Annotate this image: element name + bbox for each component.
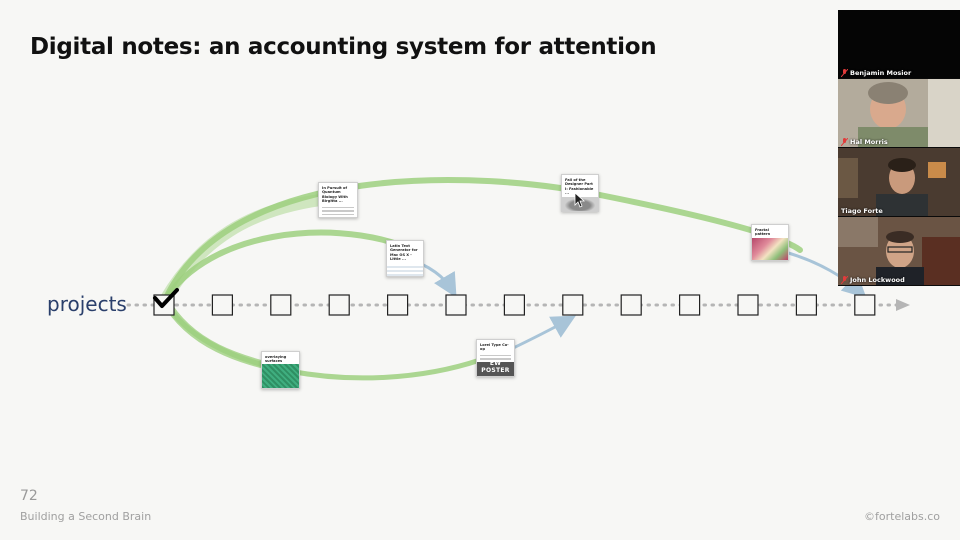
- note-thumbnail: EW POSTER: [477, 360, 514, 376]
- participant-name: Tiago Forte: [841, 207, 883, 215]
- note-text-line: [322, 206, 354, 209]
- note-text-line: [480, 358, 511, 360]
- green-arc-upper-long: [162, 177, 803, 303]
- note-title: Lorel Type Co-op: [480, 343, 509, 352]
- note-title: overlaying surfaces: [265, 355, 287, 364]
- timeline-square: [445, 294, 467, 316]
- participant-name: Benjamin Mosior: [850, 69, 912, 77]
- timeline-square: [620, 294, 642, 316]
- note-quantum-biology[interactable]: In Pursuit of Quantum Biology With Birgi…: [318, 182, 358, 218]
- timeline-squares: [153, 294, 876, 316]
- timeline-arrowhead: [896, 299, 910, 311]
- note-overlay[interactable]: overlaying surfaces: [261, 351, 300, 389]
- footer-course-name: Building a Second Brain: [20, 510, 152, 523]
- timeline-square: [854, 294, 876, 316]
- timeline-square: [211, 294, 233, 316]
- participant-name-row: John Lockwood: [841, 276, 905, 284]
- mouse-cursor-icon: [574, 192, 586, 208]
- blue-arrow-fractal: [784, 250, 867, 299]
- muted-mic-icon: [841, 276, 848, 284]
- timeline-square: [737, 294, 759, 316]
- green-arc-upper-mid: [162, 229, 403, 303]
- note-fractal-pattern[interactable]: Fractal pattern: [751, 224, 789, 261]
- participant-name-row: Tiago Forte: [841, 207, 883, 215]
- footer-copyright: ©fortelabs.co: [864, 510, 940, 523]
- note-thumbnail: [262, 364, 299, 388]
- timeline-square: [270, 294, 292, 316]
- participant-video-john: [838, 217, 960, 285]
- note-latin-text[interactable]: Latin Text Generator for Mac OS X - Litt…: [386, 240, 424, 277]
- timeline-square: [795, 294, 818, 316]
- participant-name-row: Benjamin Mosior: [841, 69, 911, 77]
- timeline-square: [562, 294, 584, 316]
- timeline-square: [678, 294, 701, 316]
- note-text-line: [322, 217, 354, 218]
- checkmark-icon: [153, 288, 179, 308]
- green-arc-fan: [159, 194, 326, 306]
- note-text-line: [322, 210, 354, 212]
- participant-video-tiago: [838, 148, 960, 216]
- participant-name: Hal Morris: [850, 138, 888, 146]
- slide-title: Digital notes: an accounting system for …: [30, 34, 657, 60]
- participant-tile-benjamin[interactable]: Benjamin Mosior: [838, 10, 960, 78]
- note-thumbnail: [752, 238, 788, 260]
- participant-tile-hal[interactable]: Hal Morris: [838, 79, 960, 147]
- timeline-square: [387, 294, 409, 316]
- video-participants-panel: Benjamin Mosior Hal Morris Tiago For: [838, 10, 960, 286]
- timeline-square: [503, 294, 525, 316]
- note-poster[interactable]: Lorel Type Co-op EW POSTER: [476, 339, 515, 377]
- note-text-line: [322, 213, 354, 216]
- timeline-square: [328, 294, 350, 316]
- note-thumbnail: [387, 264, 423, 276]
- note-title: In Pursuit of Quantum Biology With Birgi…: [322, 186, 348, 204]
- participant-name-row: Hal Morris: [841, 138, 888, 146]
- page-number: 72: [20, 488, 38, 504]
- note-text-line: [480, 354, 511, 357]
- note-title: Fractal pattern: [755, 228, 771, 237]
- participant-name: John Lockwood: [850, 276, 905, 284]
- muted-mic-icon: [841, 138, 848, 146]
- participant-video-hal: [838, 79, 960, 147]
- projects-row-label: projects: [47, 292, 127, 316]
- note-title: Fall of the Designer Part I: Fashionable…: [565, 178, 594, 196]
- participant-tile-john[interactable]: John Lockwood: [838, 217, 960, 285]
- note-title: Latin Text Generator for Mac OS X - Litt…: [390, 244, 418, 262]
- participant-tile-tiago[interactable]: Tiago Forte: [838, 148, 960, 216]
- poster-image-text: EW POSTER: [481, 360, 510, 374]
- muted-mic-icon: [841, 69, 848, 77]
